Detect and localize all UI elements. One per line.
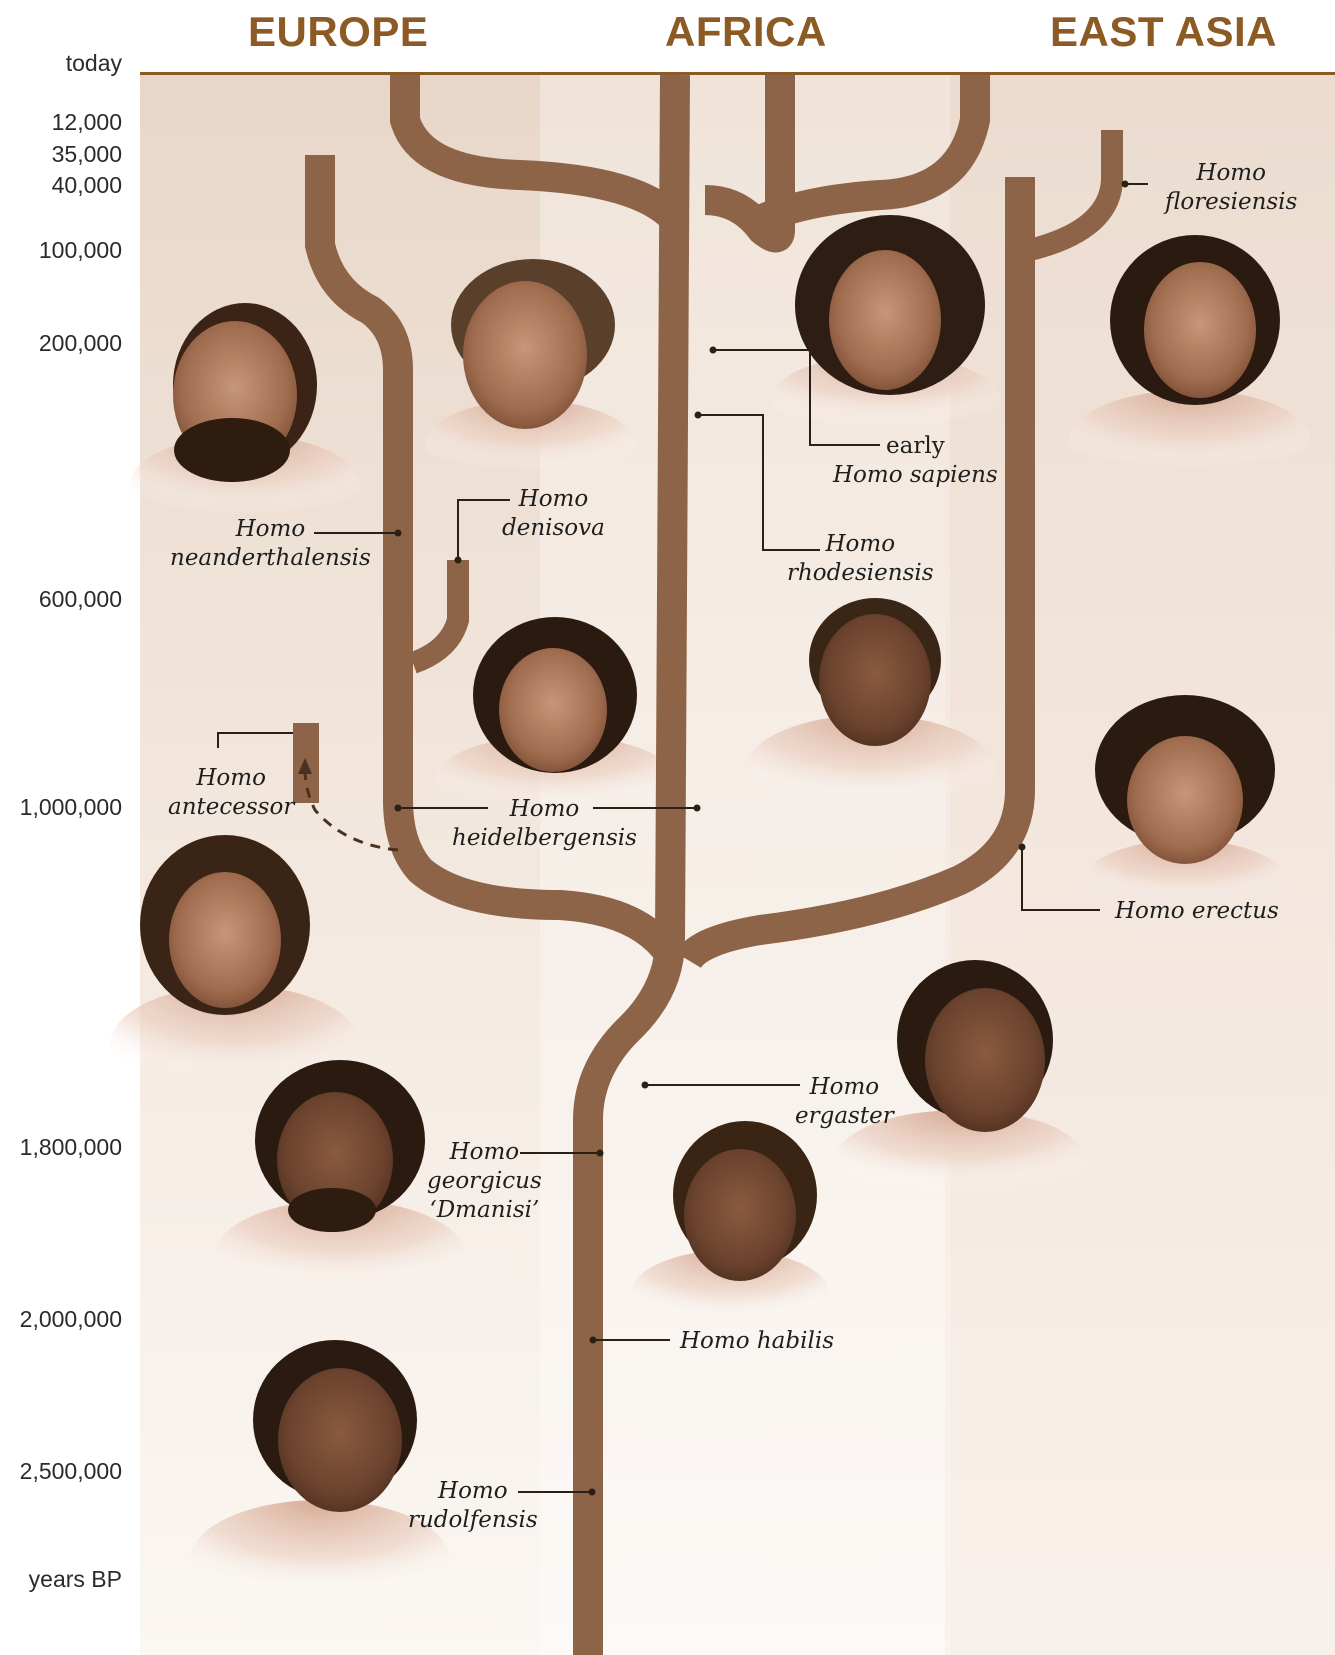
denisova-branch (413, 560, 458, 663)
label-line: Homo erectus (1115, 897, 1279, 926)
label-homo-denisova: Homo denisova (502, 485, 605, 543)
label-line: georgicus (427, 1167, 542, 1196)
label-line: Homo sapiens (833, 461, 998, 490)
label-line: Homo (795, 1073, 894, 1102)
leader-antecessor (218, 733, 293, 748)
label-homo-georgicus: Homo georgicus ‘Dmanisi’ (427, 1138, 542, 1225)
label-homo-rhodesiensis: Homo rhodesiensis (787, 530, 934, 588)
label-early-homo-sapiens: early Homo sapiens (833, 432, 998, 490)
label-homo-habilis: Homo habilis (680, 1327, 834, 1356)
label-line: rhodesiensis (787, 559, 934, 588)
label-line: Homo (452, 795, 637, 824)
label-line: ‘Dmanisi’ (427, 1196, 542, 1225)
floresiensis-branch (1030, 130, 1112, 250)
sapiens-branch (405, 75, 675, 220)
label-homo-heidelbergensis: Homo heidelbergensis (452, 795, 637, 853)
label-line: rudolfensis (408, 1506, 538, 1535)
label-line: denisova (502, 514, 605, 543)
label-line: floresiensis (1165, 188, 1297, 217)
label-line: Homo (168, 764, 294, 793)
label-homo-floresiensis: Homo floresiensis (1165, 159, 1297, 217)
sapiens-center (705, 75, 780, 238)
label-line: Homo habilis (680, 1327, 834, 1356)
label-line: early (833, 432, 998, 461)
label-homo-antecessor: Homo antecessor (168, 764, 294, 822)
label-homo-neanderthalensis: Homo neanderthalensis (170, 515, 371, 573)
label-homo-rudolfensis: Homo rudolfensis (408, 1477, 538, 1535)
label-line: Homo (427, 1138, 542, 1167)
label-line: Homo (408, 1477, 538, 1506)
label-line: ergaster (795, 1102, 894, 1131)
trunk-branch (588, 75, 675, 1655)
label-homo-ergaster: Homo ergaster (795, 1073, 894, 1131)
label-line: Homo (1165, 159, 1297, 188)
leader-sapiens (713, 350, 880, 445)
label-line: Homo (787, 530, 934, 559)
leader-erectus (1022, 847, 1100, 910)
label-line: neanderthalensis (170, 544, 371, 573)
label-line: Homo (170, 515, 371, 544)
label-homo-erectus: Homo erectus (1115, 897, 1279, 926)
label-line: heidelbergensis (452, 824, 637, 853)
label-line: Homo (502, 485, 605, 514)
label-line: antecessor (168, 793, 294, 822)
